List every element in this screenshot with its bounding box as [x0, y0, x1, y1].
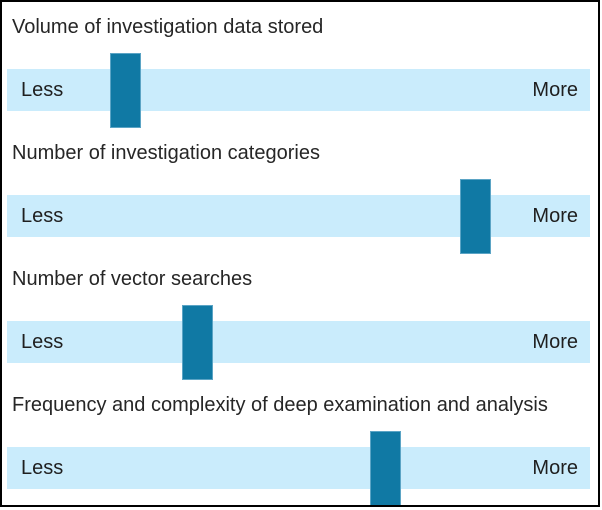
less-label: Less	[21, 79, 64, 101]
slider-handle[interactable]	[370, 431, 402, 505]
slider: Less More	[7, 178, 590, 254]
slider-track[interactable]: Less More	[7, 321, 590, 363]
slider: Less More	[7, 304, 590, 380]
slider-handle[interactable]	[181, 305, 213, 380]
slider-handle[interactable]	[109, 53, 141, 128]
more-label: More	[532, 457, 578, 479]
slider-group-examination: Frequency and complexity of deep examina…	[7, 392, 590, 505]
slider-label: Frequency and complexity of deep examina…	[12, 394, 548, 416]
slider-group-data-volume: Volume of investigation data stored Less…	[7, 14, 590, 128]
slider-track[interactable]: Less More	[7, 69, 590, 111]
slider-group-categories: Number of investigation categories Less …	[7, 140, 590, 254]
more-label: More	[532, 331, 578, 353]
slider-handle[interactable]	[460, 179, 492, 254]
slider: Less More	[7, 52, 590, 128]
less-label: Less	[21, 331, 64, 353]
less-label: Less	[21, 205, 64, 227]
more-label: More	[532, 205, 578, 227]
slider-track[interactable]: Less More	[7, 195, 590, 237]
less-label: Less	[21, 457, 64, 479]
slider-label: Volume of investigation data stored	[12, 16, 324, 38]
slider-label: Number of vector searches	[12, 268, 253, 290]
more-label: More	[532, 79, 578, 101]
slider: Less More	[7, 430, 590, 505]
slider-label: Number of investigation categories	[12, 142, 320, 164]
slider-group-vector-searches: Number of vector searches Less More	[7, 266, 590, 380]
slider-track[interactable]: Less More	[7, 447, 590, 489]
